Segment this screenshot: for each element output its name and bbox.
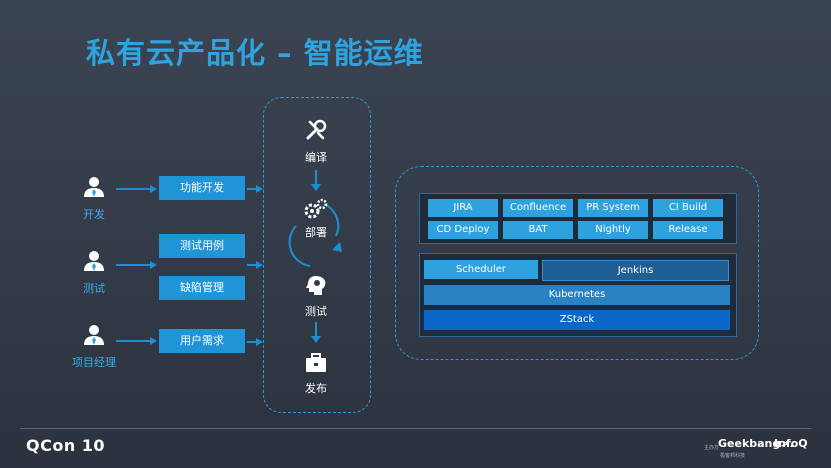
arrow-head-icon: [256, 338, 263, 346]
wrench-icon: [306, 119, 327, 140]
role-arrow: [116, 340, 150, 342]
step-label: 部署: [305, 226, 327, 239]
role-developer: 开发: [64, 176, 124, 222]
role-label: 项目经理: [72, 356, 116, 369]
task-user-requirements: 用户需求: [159, 329, 245, 353]
role-label: 开发: [83, 208, 105, 221]
briefcase-icon: [306, 353, 326, 372]
arrow-head-icon: [150, 185, 157, 193]
arrow-head-icon: [150, 261, 157, 269]
sponsor-label: 主办方: [704, 445, 720, 451]
task-arrow: [247, 341, 257, 343]
task-test-cases: 测试用例: [159, 234, 245, 258]
tool-jira: JIRA: [428, 199, 498, 217]
qcon-logo: QCon 10: [26, 436, 106, 455]
step-test: 测试: [286, 274, 346, 319]
arrow-head-icon: [256, 261, 263, 269]
arrow-down-icon: [311, 336, 321, 343]
step-label: 发布: [305, 382, 327, 395]
task-arrow: [247, 264, 257, 266]
person-icon: [84, 251, 104, 271]
step-label: 测试: [305, 305, 327, 318]
flow-arrow: [315, 170, 317, 184]
footer-divider: [20, 428, 811, 429]
tool-nightly: Nightly: [578, 221, 648, 239]
infoq-logo: InfoQ: [774, 437, 808, 450]
arrow-head-icon: [150, 337, 157, 345]
cycle-arrows-icon: [288, 203, 342, 267]
arrow-down-icon: [311, 184, 321, 191]
tool-ci-build: CI Build: [653, 199, 723, 217]
task-feature-dev: 功能开发: [159, 176, 245, 200]
tool-confluence: Confluence: [503, 199, 573, 217]
task-arrow: [247, 188, 257, 190]
flow-arrow: [315, 322, 317, 336]
role-tester: 测试: [64, 250, 124, 296]
tools-panel: JIRA Confluence PR System CI Build CD De…: [419, 193, 737, 244]
role-arrow: [116, 264, 150, 266]
stack-scheduler: Scheduler: [424, 260, 538, 279]
gears-icon: [304, 198, 328, 219]
pipeline-panel: [263, 97, 371, 413]
tool-bat: BAT: [503, 221, 573, 239]
arrow-head-icon: [256, 185, 263, 193]
tool-cd-deploy: CD Deploy: [428, 221, 498, 239]
task-defect-mgmt: 缺陷管理: [159, 276, 245, 300]
step-label: 编译: [305, 151, 327, 164]
head-gear-icon: [306, 276, 326, 295]
geekbang-logo: Geekbang>.: [718, 437, 794, 450]
role-arrow: [116, 188, 150, 190]
stack-zstack: ZStack: [424, 310, 730, 330]
step-release: 发布: [286, 353, 346, 396]
geekbang-subtitle: 极客邦科技: [720, 453, 746, 459]
role-label: 测试: [83, 282, 105, 295]
person-icon: [84, 177, 104, 197]
stack-kubernetes: Kubernetes: [424, 285, 730, 305]
stack-jenkins: Jenkins: [542, 260, 729, 281]
tool-release: Release: [653, 221, 723, 239]
page-title: 私有云产品化 – 智能运维: [86, 36, 424, 70]
person-icon: [84, 325, 104, 345]
platform-panel: [395, 166, 759, 360]
role-project-manager: 项目经理: [64, 324, 124, 370]
step-compile: 编译: [286, 118, 346, 165]
tool-pr-system: PR System: [578, 199, 648, 217]
step-deploy: 部署: [286, 198, 346, 240]
stack-panel: Scheduler Jenkins Kubernetes ZStack: [419, 253, 737, 337]
